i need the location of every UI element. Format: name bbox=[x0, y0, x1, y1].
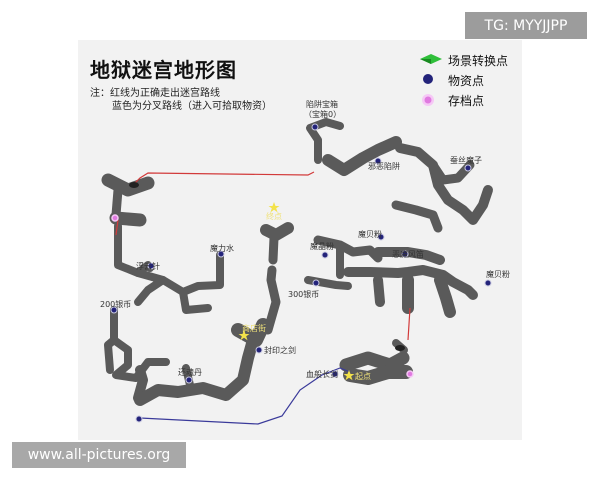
label-end: 终点 bbox=[266, 212, 282, 221]
scene-point-right bbox=[395, 345, 405, 351]
maze-corridor bbox=[313, 235, 383, 263]
save-marker-left bbox=[111, 214, 119, 222]
label-float-needle: 浮云针 bbox=[136, 262, 160, 271]
maze-corridor bbox=[268, 233, 279, 265]
label-sealed-sword: 封印之剑 bbox=[264, 346, 296, 355]
map-title: 地狱迷宫地形图 bbox=[90, 58, 237, 82]
maze-corridor bbox=[373, 247, 445, 265]
maze-corridor bbox=[134, 334, 259, 406]
branch-route-line bbox=[139, 367, 351, 425]
maze-corridor bbox=[263, 265, 281, 335]
scene-transfer-icon bbox=[420, 54, 442, 64]
label-coins-300: 300银币 bbox=[288, 290, 320, 299]
item-marker-evil-trap bbox=[374, 157, 382, 165]
item-marker-revive-pill bbox=[185, 376, 193, 384]
watermark-site: www.all-pictures.org bbox=[12, 442, 186, 468]
item-marker-blood-orb bbox=[331, 370, 339, 378]
item-marker-mana-water bbox=[217, 250, 225, 258]
item-marker-trapped-chest bbox=[311, 123, 319, 131]
label-trapped-chest: 陷阱宝箱 bbox=[306, 100, 338, 109]
start-star-icon bbox=[343, 370, 355, 381]
maze-corridor bbox=[343, 365, 413, 385]
shop-star-icon bbox=[238, 330, 250, 341]
maze-corridor bbox=[101, 173, 155, 197]
label-start: 起点 bbox=[355, 372, 371, 381]
map-panel: 地狱迷宫地形图 注：红线为正确走出迷宫路线 蓝色为分叉路线（进入可拾取物资） 场… bbox=[78, 40, 522, 440]
maze-corridor bbox=[322, 136, 402, 176]
maze-corridor bbox=[104, 336, 118, 374]
item-marker-shell-powder-a bbox=[377, 233, 385, 241]
maze-corridor bbox=[260, 222, 294, 241]
label-revive-pill: 还魂丹 bbox=[178, 368, 202, 377]
item-marker-crystal-powder bbox=[321, 251, 329, 259]
label-crystal-powder: 魔晶粉 bbox=[310, 242, 334, 251]
maze-corridor bbox=[434, 274, 456, 318]
note-red-route: 注：红线为正确走出迷宫路线 bbox=[90, 88, 220, 99]
label-coins-200: 200银币 bbox=[100, 300, 132, 309]
maze-corridor bbox=[339, 351, 410, 372]
legend-save-point-label: 存档点 bbox=[448, 94, 485, 108]
maze-corridor bbox=[391, 200, 443, 233]
legend-item-point-label: 物资点 bbox=[448, 74, 485, 88]
item-marker-coins-200 bbox=[110, 306, 118, 314]
label-mana-water: 魔力水 bbox=[210, 244, 234, 253]
item-marker-wind-flute bbox=[401, 250, 409, 258]
maze-corridor bbox=[114, 222, 224, 296]
maze-corridors bbox=[101, 118, 493, 406]
label-blood-orb: 血般长剑 bbox=[306, 370, 338, 379]
maze-corridor bbox=[428, 160, 475, 185]
maze-map bbox=[101, 118, 493, 425]
maze-corridor bbox=[306, 118, 344, 164]
label-silk-charm: 蚕丝魔子 bbox=[450, 156, 482, 165]
item-marker-float-needle bbox=[147, 262, 155, 270]
watermark-tg: TG: MYYJJPP bbox=[465, 12, 587, 39]
label-shop-street: 商店街 bbox=[242, 324, 266, 333]
item-marker-shell-powder-b bbox=[484, 279, 492, 287]
maze-corridor bbox=[134, 276, 167, 306]
save-marker-start bbox=[406, 370, 414, 378]
label-trapped-chest-sub: （宝箱0） bbox=[304, 110, 342, 119]
end-star-icon bbox=[268, 202, 280, 213]
save-point-icon bbox=[422, 94, 434, 106]
legend-scene-point-label: 场景转换点 bbox=[448, 54, 509, 68]
maze-corridor bbox=[395, 143, 493, 225]
correct-route-line bbox=[115, 171, 411, 341]
note-blue-route: 蓝色为分叉路线（进入可拾取物资） bbox=[112, 101, 272, 112]
maze-corridor bbox=[343, 265, 478, 300]
maze-corridor bbox=[133, 365, 148, 403]
label-evil-trap: 邪恶陷阱 bbox=[368, 162, 400, 171]
scene-point-left bbox=[129, 182, 139, 188]
label-shell-powder-b: 魔贝粉 bbox=[486, 270, 510, 279]
maze-corridor bbox=[373, 275, 385, 307]
maze-corridor bbox=[111, 185, 123, 220]
label-shell-powder-a: 魔贝粉 bbox=[358, 230, 382, 239]
label-wind-flute: 恶魔风笛 bbox=[392, 250, 424, 259]
maze-corridor bbox=[109, 211, 147, 227]
maze-corridor bbox=[179, 288, 212, 314]
item-point-icon bbox=[423, 74, 433, 84]
item-marker-left-end bbox=[135, 415, 143, 423]
item-marker-silk-charm bbox=[464, 164, 472, 172]
item-marker-sealed-sword bbox=[255, 346, 263, 354]
item-marker-coins-300 bbox=[312, 279, 320, 287]
